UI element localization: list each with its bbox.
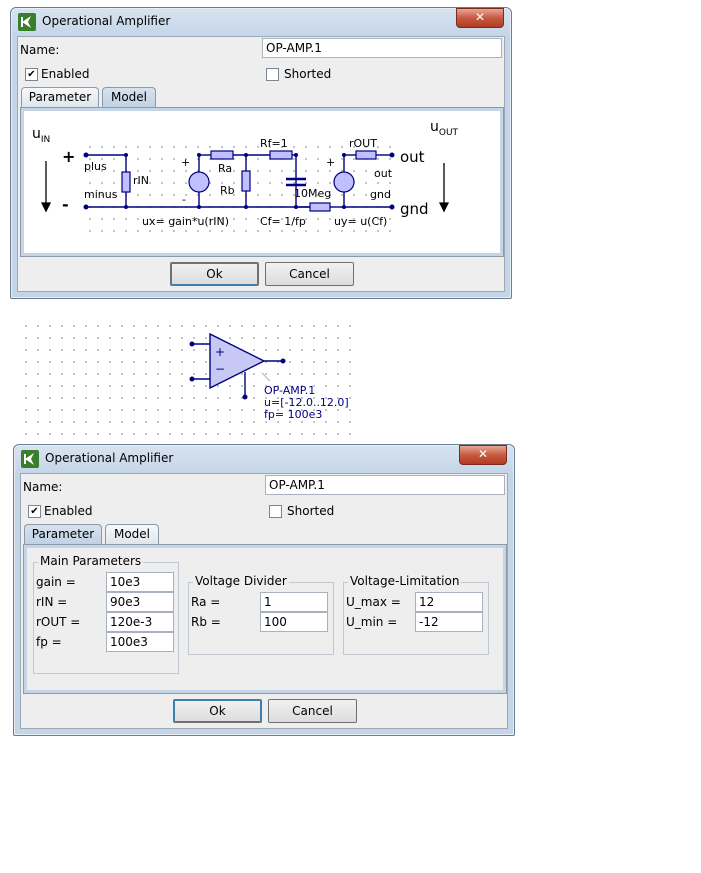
shorted-checkbox[interactable]	[269, 505, 282, 518]
param-label: Ra =	[191, 595, 221, 609]
enabled-label: Enabled	[44, 504, 93, 518]
uy-formula: uy= u(Cf)	[334, 215, 388, 228]
voltage-divider-group: Voltage Divider Ra = 1 Rb = 100	[188, 574, 334, 655]
cf-formula: Cf= 1/fp	[260, 215, 306, 228]
title-bar[interactable]: Operational Amplifier ✕	[11, 8, 511, 36]
enabled-label: Enabled	[41, 67, 90, 81]
symbol-range: u=[-12.0..12.0]	[264, 396, 349, 409]
shorted-label: Shorted	[284, 67, 332, 81]
gnd-terminal-label: gnd	[400, 200, 429, 218]
title-bar[interactable]: Operational Amplifier ✕	[14, 445, 514, 473]
tab-model[interactable]: Model	[102, 87, 156, 107]
input-plus-sign: +	[62, 147, 76, 166]
symbol-minus-sign: −	[215, 362, 226, 376]
param-label: Rb =	[191, 615, 221, 629]
u-min-field[interactable]: -12	[415, 612, 483, 632]
ra-label: Ra	[218, 162, 233, 175]
fp-field[interactable]: 100e3	[106, 632, 174, 652]
tab-parameter[interactable]: Parameter	[21, 87, 99, 107]
ok-button[interactable]: Ok	[173, 699, 262, 723]
input-minus-sign: -	[62, 195, 69, 214]
name-field[interactable]: OP-AMP.1	[265, 475, 505, 495]
close-button[interactable]: ✕	[456, 8, 504, 28]
tab-model[interactable]: Model	[105, 524, 159, 544]
symbol-plus-sign: +	[215, 345, 226, 359]
cancel-button[interactable]: Cancel	[268, 699, 357, 723]
schematic-canvas: uIN uOUT + - plus minus rIN + - Ra Rb Rf…	[24, 111, 500, 253]
gain-field[interactable]: 10e3	[106, 572, 174, 592]
window-title: Operational Amplifier	[45, 451, 174, 465]
enabled-checkbox[interactable]: ✔	[28, 505, 41, 518]
group-title: Voltage Divider	[193, 574, 289, 588]
rb-field[interactable]: 100	[260, 612, 328, 632]
symbol-name: OP-AMP.1	[264, 384, 316, 397]
rb-label: Rb	[220, 184, 235, 197]
parameter-content: Main Parameters gain = 10e3 rIN = 90e3 r…	[27, 548, 503, 690]
uin-label: uIN	[32, 126, 51, 145]
symbol-fp: fp= 100e3	[264, 408, 323, 421]
param-label: U_min =	[346, 615, 398, 629]
parameter-tab-panel: Main Parameters gain = 10e3 rIN = 90e3 r…	[23, 544, 507, 694]
out-node-label: out	[374, 167, 393, 180]
voltage-limitation-group: Voltage-Limitation U_max = 12 U_min = -1…	[343, 574, 489, 655]
rout-label: rOUT	[349, 137, 377, 150]
minus-node-label: minus	[84, 188, 118, 201]
gnd-node-label: gnd	[370, 188, 391, 201]
src2-plus-label: +	[326, 156, 336, 169]
ok-button[interactable]: Ok	[170, 262, 259, 286]
param-label: U_max =	[346, 595, 401, 609]
window-title: Operational Amplifier	[42, 14, 171, 28]
close-button[interactable]: ✕	[459, 445, 507, 465]
param-label: gain =	[36, 575, 76, 589]
group-title: Main Parameters	[38, 554, 144, 568]
out-terminal-label: out	[400, 148, 425, 166]
shorted-label: Shorted	[287, 504, 335, 518]
enabled-checkbox[interactable]: ✔	[25, 68, 38, 81]
tab-parameter[interactable]: Parameter	[24, 524, 102, 544]
cancel-button[interactable]: Cancel	[265, 262, 354, 286]
uout-label: uOUT	[430, 119, 459, 138]
src1-plus-label: +	[181, 156, 191, 169]
param-label: rIN =	[36, 595, 68, 609]
name-label: Name:	[23, 480, 63, 494]
group-title: Voltage-Limitation	[348, 574, 462, 588]
main-parameters-group: Main Parameters gain = 10e3 rIN = 90e3 r…	[33, 554, 179, 674]
cap-label: 10Meg	[294, 187, 332, 200]
shorted-checkbox[interactable]	[266, 68, 279, 81]
src1-minus-label: -	[182, 193, 186, 206]
dialog-params-window: Operational Amplifier ✕ Name: OP-AMP.1 ✔…	[13, 444, 515, 736]
param-label: rOUT =	[36, 615, 81, 629]
ux-formula: ux= gain*u(rIN)	[142, 215, 229, 228]
rf-label: Rf=1	[260, 137, 288, 150]
model-tab-panel: uIN uOUT + - plus minus rIN + - Ra Rb Rf…	[20, 107, 504, 257]
rin-label: rIN	[133, 174, 149, 187]
app-logo-icon	[21, 450, 39, 468]
app-logo-icon	[18, 13, 36, 31]
op-amp-symbol[interactable]	[180, 325, 320, 405]
dialog-body: Name: OP-AMP.1 ✔ Enabled Shorted Paramet…	[20, 473, 508, 729]
rout-field[interactable]: 120e-3	[106, 612, 174, 632]
param-label: fp =	[36, 635, 62, 649]
dialog-model-window: Operational Amplifier ✕ Name: OP-AMP.1 ✔…	[10, 7, 512, 299]
ra-field[interactable]: 1	[260, 592, 328, 612]
plus-node-label: plus	[84, 160, 107, 173]
rin-field[interactable]: 90e3	[106, 592, 174, 612]
name-field[interactable]: OP-AMP.1	[262, 38, 502, 58]
dialog-body: Name: OP-AMP.1 ✔ Enabled Shorted Paramet…	[17, 36, 505, 292]
name-label: Name:	[20, 43, 60, 57]
u-max-field[interactable]: 12	[415, 592, 483, 612]
circuit-diagram	[40, 150, 450, 213]
